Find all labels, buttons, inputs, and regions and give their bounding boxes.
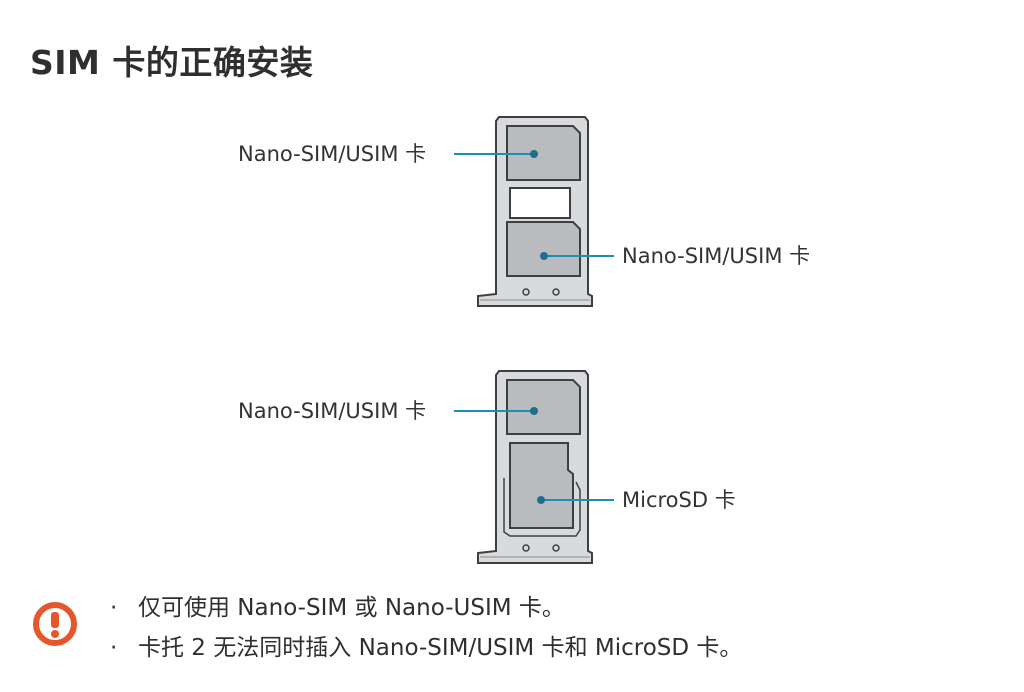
leader-dot-tray1-top — [530, 150, 538, 158]
bullet-dot: · — [110, 595, 118, 621]
nano-sim-card-top — [506, 125, 581, 181]
tray2-top-label: Nano-SIM/USIM 卡 — [238, 399, 427, 423]
note-item: · 仅可使用 Nano-SIM 或 Nano-USIM 卡。 — [110, 591, 742, 631]
nano-sim-card-bottom — [506, 221, 581, 277]
leader-dot-tray1-bottom — [540, 252, 548, 260]
page-title: SIM 卡的正确安装 — [30, 43, 314, 82]
note-item: · 卡托 2 无法同时插入 Nano-SIM/USIM 卡和 MicroSD 卡。 — [110, 631, 742, 671]
note-text: 仅可使用 Nano-SIM 或 Nano-USIM 卡。 — [138, 595, 565, 621]
tray2-bottom-label: MicroSD 卡 — [622, 488, 736, 512]
sim-tray-1 — [454, 116, 614, 307]
tray1-top-label: Nano-SIM/USIM 卡 — [238, 142, 427, 166]
sim-tray-2 — [454, 370, 614, 564]
tray-cutout — [509, 187, 571, 219]
leader-dot-tray2-bottom — [537, 496, 545, 504]
microsd-card — [509, 442, 574, 529]
warning-exclamation-icon — [33, 602, 77, 646]
nano-sim-card-tray2 — [506, 379, 581, 435]
tray1-bottom-label: Nano-SIM/USIM 卡 — [622, 244, 811, 268]
leader-dot-tray2-top — [530, 407, 538, 415]
note-text: 卡托 2 无法同时插入 Nano-SIM/USIM 卡和 MicroSD 卡。 — [138, 635, 743, 661]
warning-notes: · 仅可使用 Nano-SIM 或 Nano-USIM 卡。 · 卡托 2 无法同时… — [110, 591, 742, 671]
bullet-dot: · — [110, 635, 118, 661]
